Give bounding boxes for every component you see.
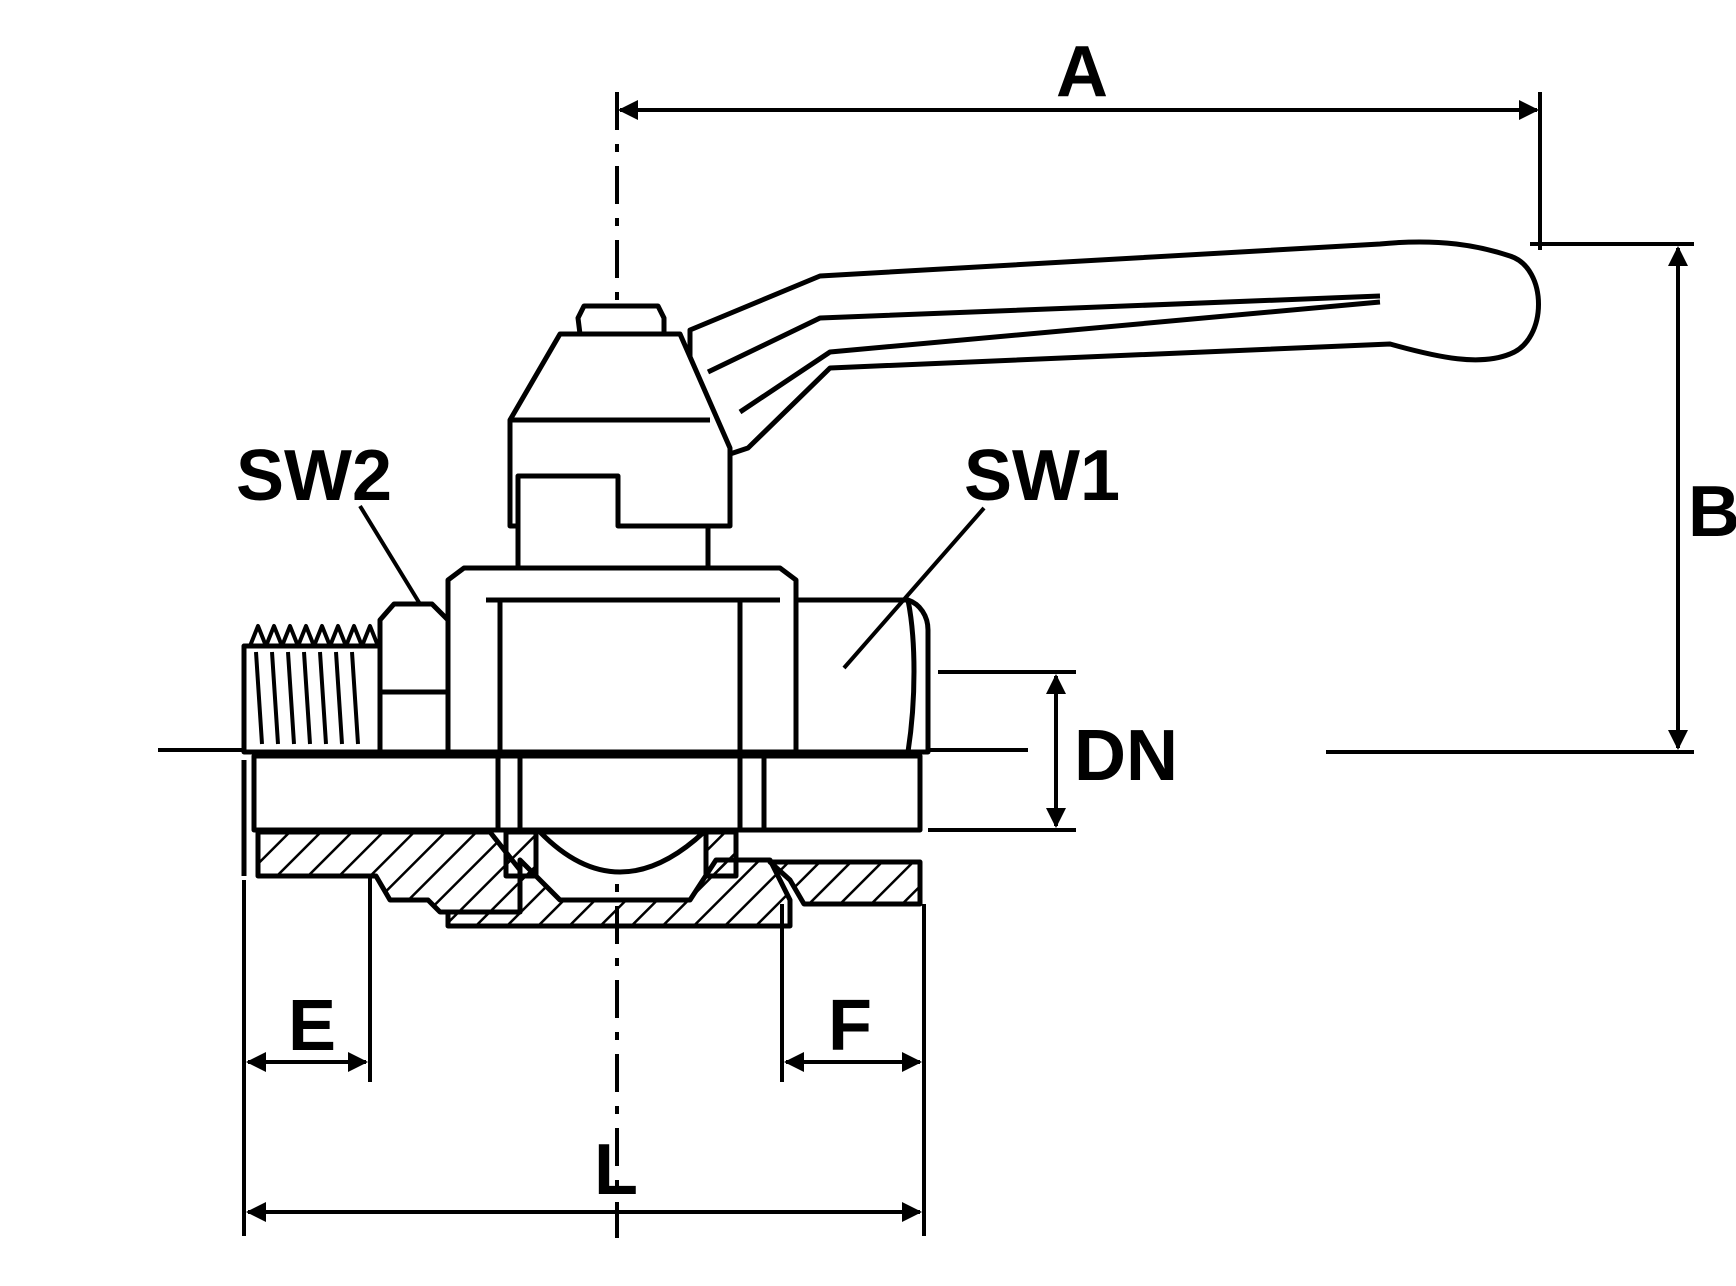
- left-male-thread: [241, 643, 383, 755]
- left-hex-sw2: [377, 601, 451, 755]
- seat-left: [503, 829, 539, 879]
- seat-right: [703, 829, 739, 879]
- label-L: L: [594, 1130, 638, 1210]
- label-E: E: [288, 986, 336, 1066]
- leader-SW2: [358, 504, 422, 606]
- valve-body: [241, 565, 931, 755]
- right-hex-sw1: [793, 597, 931, 755]
- lever-inner-rib: [706, 293, 1381, 415]
- label-F: F: [828, 986, 872, 1066]
- label-SW1: SW1: [964, 436, 1120, 516]
- thread-teeth: [248, 624, 380, 745]
- section-left-wall: [255, 829, 523, 915]
- section-right-wall: [767, 859, 923, 907]
- leader-SW1: [842, 506, 986, 670]
- ball: [537, 829, 707, 875]
- valve-section: [241, 753, 923, 929]
- label-A: A: [1056, 32, 1108, 112]
- lever-outline: [687, 239, 1541, 461]
- label-SW2: SW2: [236, 436, 392, 516]
- dimensions: [242, 92, 1694, 1236]
- bore: [251, 753, 923, 833]
- dimension-labels: A B SW2 SW1 DN E F L: [236, 32, 1736, 1210]
- lever-handle: [507, 239, 1541, 575]
- lever-stem-nut: [575, 303, 667, 337]
- label-B: B: [1688, 472, 1736, 552]
- right-hex-chamfer: [905, 599, 917, 753]
- label-DN: DN: [1074, 716, 1178, 796]
